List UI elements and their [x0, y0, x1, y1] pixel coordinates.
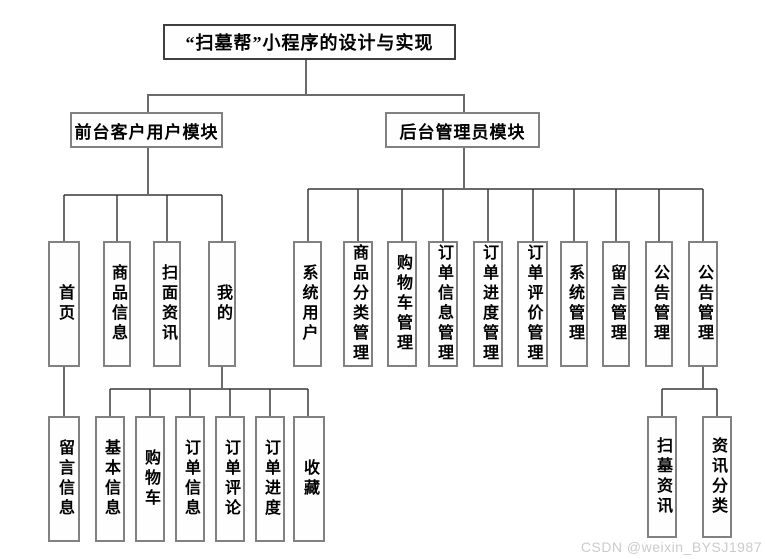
- node-system-mgmt: 系统管理: [560, 241, 588, 367]
- node-order-progress: 订单进度: [255, 416, 285, 542]
- node-basic-info: 基本信息: [95, 416, 125, 542]
- node-cart: 购物车: [135, 416, 165, 542]
- node-notice-mgmt-2: 公告管理: [688, 241, 718, 367]
- node-front-module: 前台客户用户模块: [70, 112, 223, 148]
- node-goods-category-mgmt: 商品分类管理: [343, 241, 373, 367]
- node-order-review: 订单评论: [215, 416, 245, 542]
- node-favorites: 收藏: [293, 416, 325, 542]
- node-order-info: 订单信息: [175, 416, 205, 542]
- node-title: “扫墓帮”小程序的设计与实现: [163, 24, 456, 60]
- node-back-module: 后台管理员模块: [385, 112, 540, 148]
- node-home: 首页: [48, 241, 80, 367]
- node-cart-mgmt: 购物车管理: [387, 241, 417, 367]
- node-message-info: 留言信息: [48, 416, 80, 542]
- node-tomb-news: 扫墓资讯: [647, 416, 677, 538]
- node-scan-news: 扫面资讯: [153, 241, 181, 367]
- node-order-info-mgmt: 订单信息管理: [428, 241, 458, 367]
- node-notice-mgmt-1: 公告管理: [645, 241, 673, 367]
- node-order-progress-mgmt: 订单进度管理: [473, 241, 503, 367]
- node-system-user: 系统用户: [293, 241, 322, 367]
- node-news-category: 资讯分类: [702, 416, 732, 538]
- node-order-review-mgmt: 订单评价管理: [517, 241, 548, 367]
- node-goods-info: 商品信息: [103, 241, 131, 367]
- node-mine: 我的: [208, 241, 236, 367]
- node-message-mgmt: 留言管理: [602, 241, 630, 367]
